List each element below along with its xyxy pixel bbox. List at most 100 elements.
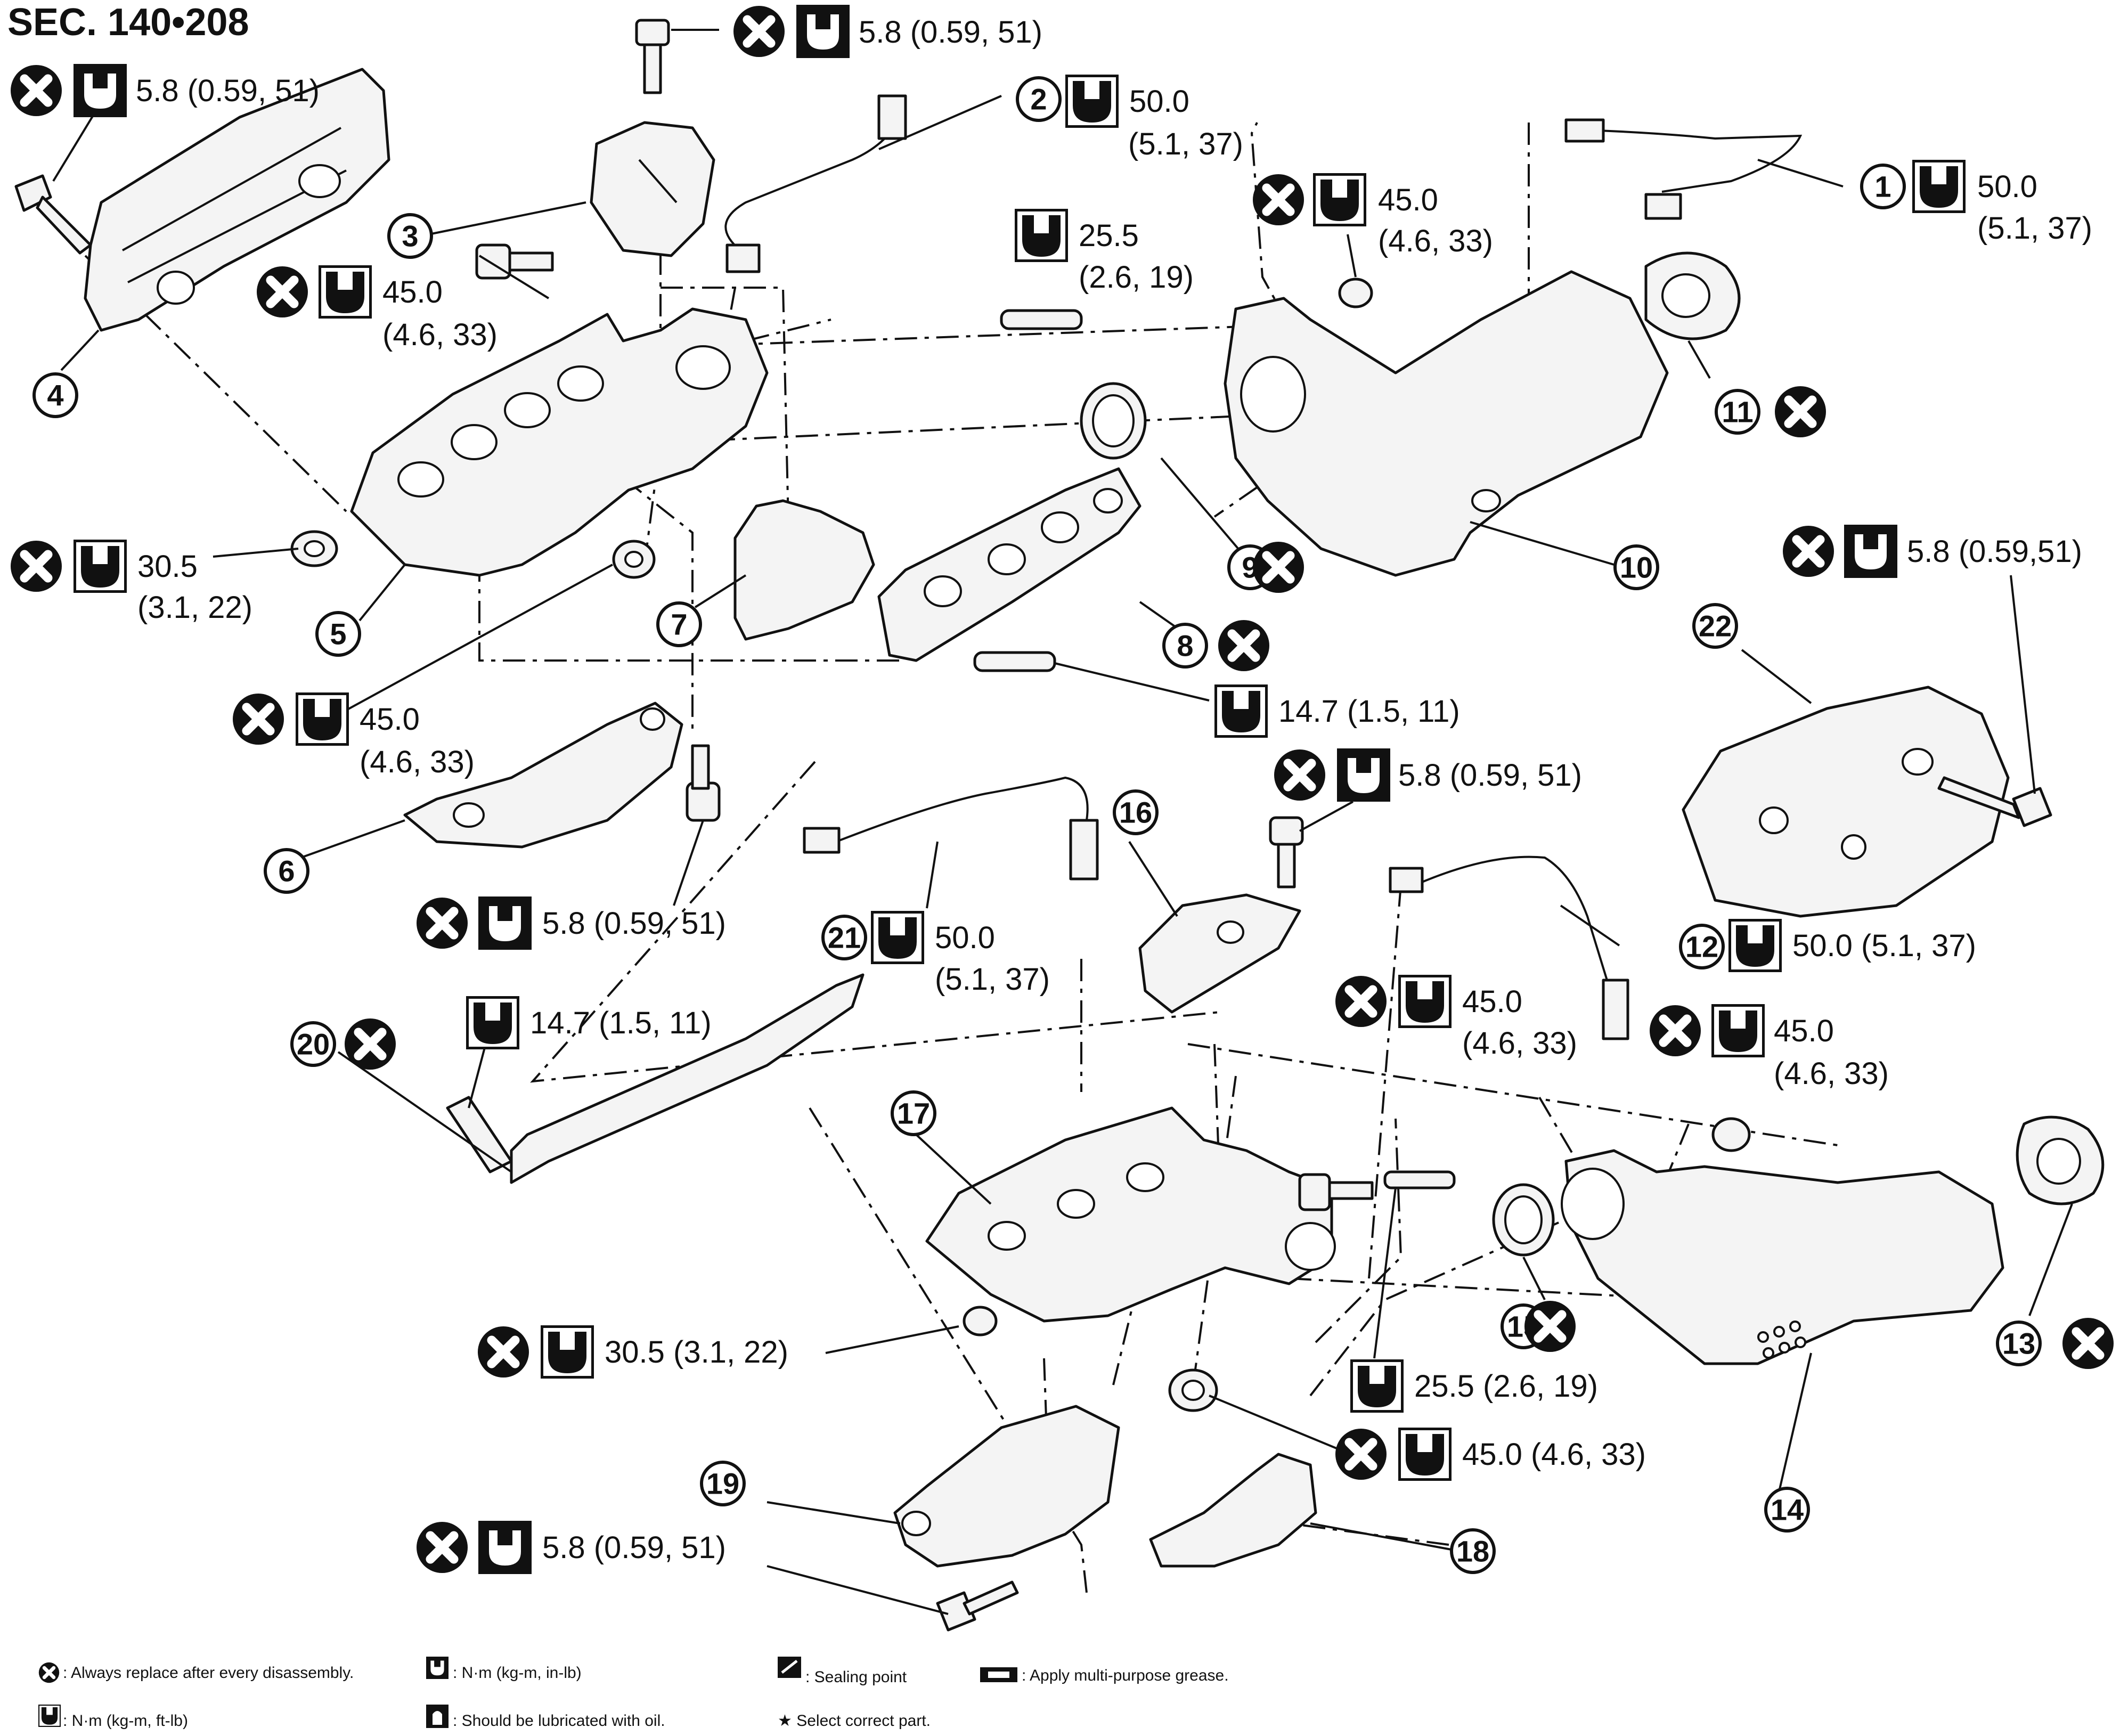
heat-insulator-upper-left — [84, 68, 390, 332]
legend-oil: : Should be lubricated with oil. — [426, 1705, 665, 1730]
svg-text:(4.6, 33): (4.6, 33) — [360, 745, 475, 779]
svg-text:16: 16 — [1119, 796, 1152, 829]
stud-20 — [446, 1096, 513, 1173]
svg-text:: Always replace after every d: : Always replace after every disassembly… — [63, 1664, 354, 1682]
svg-text:5.8 (0.59, 51): 5.8 (0.59, 51) — [542, 906, 726, 941]
bolt-left — [14, 174, 92, 255]
torque-12: 50.0 (5.1, 37) — [1730, 920, 1976, 971]
nut-18 — [1168, 1368, 1218, 1412]
gasket-8 — [877, 467, 1141, 662]
torque-bolt-19: 5.8 (0.59, 51) — [417, 1522, 726, 1573]
heat-insulator-19 — [893, 1405, 1120, 1568]
torque-left-bolt: 5.8 (0.59, 51) — [11, 65, 320, 116]
torque-nut-left: 30.5 (3.1, 22) — [11, 541, 252, 625]
svg-text:22: 22 — [1699, 609, 1732, 643]
bolt-16 — [1269, 816, 1304, 889]
svg-text:19: 19 — [706, 1467, 739, 1501]
torque-nut-14: 45.0 (4.6, 33) — [1650, 1005, 1889, 1091]
callout-8: 8 — [1162, 623, 1208, 669]
legend-nm-ftlb: : N·m (kg-m, ft-lb) — [38, 1705, 188, 1730]
svg-text:: Sealing point: : Sealing point — [805, 1668, 907, 1686]
svg-text:5.8 (0.59, 51): 5.8 (0.59, 51) — [859, 15, 1042, 50]
catalyst-14 — [1561, 1149, 2004, 1365]
callout-14: 14 — [1764, 1487, 1810, 1533]
torque-stud-8: 14.7 (1.5, 11) — [1216, 686, 1460, 737]
svg-text:17: 17 — [897, 1097, 930, 1130]
bolt-top — [635, 19, 670, 94]
svg-text:11: 11 — [1722, 395, 1753, 429]
heat-insulator-6 — [403, 702, 683, 849]
callout-5: 5 — [315, 611, 361, 657]
stud-top — [1000, 309, 1083, 330]
svg-text:25.5 (2.6, 19): 25.5 (2.6, 19) — [1414, 1369, 1598, 1404]
svg-text:50.0: 50.0 — [935, 920, 995, 955]
callout-4: 4 — [32, 372, 78, 418]
svg-text:8: 8 — [1177, 629, 1193, 663]
svg-text:(2.6, 19): (2.6, 19) — [1079, 260, 1194, 295]
svg-text:50.0 (5.1, 37): 50.0 (5.1, 37) — [1792, 928, 1976, 963]
svg-text:(4.6, 33): (4.6, 33) — [1462, 1026, 1577, 1061]
heat-insulator-22 — [1682, 686, 2010, 918]
torque-nut-mid: 45.0 (4.6, 33) — [233, 694, 475, 779]
svg-text:1: 1 — [1874, 170, 1891, 203]
torque-nut-5: 45.0 (4.6, 33) — [257, 266, 498, 352]
callout-21: 21 — [821, 915, 867, 960]
svg-text:5.8 (0.59, 51): 5.8 (0.59, 51) — [542, 1530, 726, 1565]
svg-text:45.0: 45.0 — [360, 702, 420, 737]
callout-7: 7 — [656, 601, 702, 647]
gasket-ring-9 — [1080, 382, 1147, 460]
svg-text:30.5: 30.5 — [137, 549, 198, 584]
svg-text:: Should be lubricated with oi: : Should be lubricated with oil. — [453, 1712, 665, 1730]
svg-text:5.8 (0.59, 51): 5.8 (0.59, 51) — [1398, 758, 1582, 793]
torque-nut-18: 45.0 (4.6, 33) — [1335, 1429, 1646, 1480]
svg-text:14: 14 — [1771, 1493, 1804, 1527]
bolt-6 — [686, 744, 721, 822]
torque-stud-top: 25.5 (2.6, 19) — [1016, 210, 1194, 295]
heat-insulator-7 — [733, 499, 875, 641]
heat-insulator-3 — [590, 121, 715, 257]
svg-text:13: 13 — [2002, 1327, 2035, 1360]
svg-text:18: 18 — [1456, 1535, 1489, 1568]
exhaust-manifold-17 — [925, 1106, 1336, 1323]
svg-text:(4.6, 33): (4.6, 33) — [1378, 224, 1493, 258]
legend-select: ★ Select correct part. — [778, 1712, 931, 1730]
torque-nut-10: 45.0 (4.6, 33) — [1253, 174, 1493, 258]
gasket-11 — [1644, 251, 1741, 340]
legend-sealing: : Sealing point — [778, 1657, 907, 1686]
torque-top-bolt: 5.8 (0.59, 51) — [733, 6, 1042, 57]
svg-text:(3.1, 22): (3.1, 22) — [137, 590, 252, 625]
callout-20: 20 — [290, 1021, 336, 1067]
svg-text:50.0: 50.0 — [1129, 84, 1189, 119]
torque-nut-bolt-mid: 45.0 (4.6, 33) — [1335, 976, 1577, 1061]
svg-text:10: 10 — [1620, 551, 1653, 584]
nut-catalyst — [1338, 278, 1373, 308]
bracket-16 — [1138, 893, 1301, 1014]
svg-text:: Apply multi-purpose grease.: : Apply multi-purpose grease. — [1022, 1667, 1229, 1684]
legend: : Always replace after every disassembly… — [38, 1657, 1229, 1730]
svg-text:5.8 (0.59, 51): 5.8 (0.59, 51) — [136, 74, 320, 108]
svg-text:45.0: 45.0 — [1462, 984, 1522, 1019]
svg-text:20: 20 — [297, 1028, 330, 1061]
callout-18: 18 — [1450, 1528, 1496, 1574]
svg-text:12: 12 — [1685, 930, 1718, 964]
stud-8 — [973, 651, 1056, 672]
svg-text:: N·m (kg-m, ft-lb): : N·m (kg-m, ft-lb) — [63, 1712, 188, 1730]
torque-stud-20: 14.7 (1.5, 11) — [467, 997, 712, 1048]
svg-text:(5.1, 37): (5.1, 37) — [1977, 211, 2092, 246]
bolt-mid-lower — [1298, 1173, 1374, 1211]
callout-10: 10 — [1613, 544, 1659, 590]
svg-text:(5.1, 37): (5.1, 37) — [935, 962, 1050, 997]
nut-14 — [1711, 1117, 1751, 1152]
torque-stud-15: 25.5 (2.6, 19) — [1351, 1360, 1598, 1412]
callout-22: 22 — [1692, 603, 1738, 649]
svg-text:: N·m (kg-m, in-lb): : N·m (kg-m, in-lb) — [453, 1664, 582, 1682]
torque-2: 50.0 (5.1, 37) — [1066, 76, 1243, 161]
stud-15 — [1383, 1170, 1456, 1189]
svg-text:14.7 (1.5, 11): 14.7 (1.5, 11) — [530, 1006, 712, 1040]
svg-text:25.5: 25.5 — [1079, 218, 1139, 253]
svg-text:45.0: 45.0 — [382, 275, 443, 309]
legend-replace: : Always replace after every disassembly… — [39, 1662, 354, 1683]
svg-text:4: 4 — [47, 379, 63, 412]
nut-17 — [963, 1306, 998, 1336]
